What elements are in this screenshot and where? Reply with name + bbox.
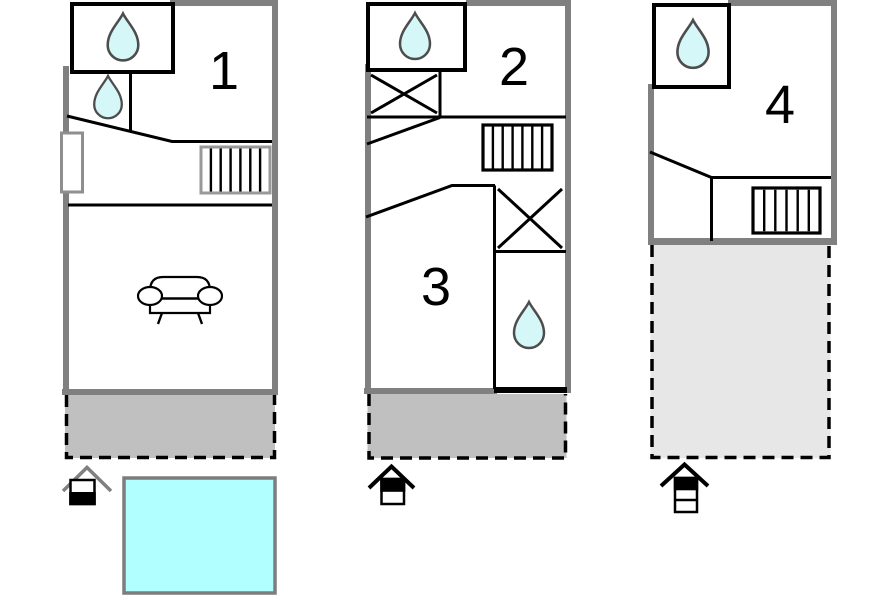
water-drop-icon xyxy=(512,300,546,350)
staircase-icon xyxy=(199,145,272,195)
staircase-treads xyxy=(209,148,262,192)
terrace-dashed-border xyxy=(650,245,831,460)
sofa-seat-and-legs xyxy=(156,297,204,325)
staircase-icon xyxy=(481,123,554,172)
terrace xyxy=(650,245,831,458)
outer-wall-left xyxy=(63,66,69,395)
outer-wall-top xyxy=(170,0,278,6)
inner-wall-diagonal xyxy=(366,116,441,146)
outer-wall-right xyxy=(565,0,571,393)
sofa-armrest-right xyxy=(196,285,224,307)
level-box-filled-row xyxy=(69,492,96,506)
room-number: 3 xyxy=(421,257,451,317)
staircase-outline xyxy=(199,145,272,195)
terrace xyxy=(367,394,567,458)
roof-arrow xyxy=(367,463,416,490)
outer-wall-bottom xyxy=(364,388,497,394)
plan-left-building: 1 xyxy=(60,0,278,460)
entrance-arrow-icon xyxy=(61,465,113,506)
inner-wall xyxy=(365,184,566,389)
terrace xyxy=(65,395,275,458)
outer-wall-left xyxy=(648,84,654,244)
plan-middle-building: 2 3 xyxy=(364,0,571,460)
plan-right-building: 4 xyxy=(648,0,837,460)
roof-arrow xyxy=(659,461,710,488)
entrance-arrow-icon xyxy=(659,461,710,514)
outer-wall-right xyxy=(831,0,837,244)
inner-wall-diagonal xyxy=(66,114,272,143)
outer-wall-left xyxy=(365,64,371,394)
sofa-icon xyxy=(136,275,224,325)
terrace-dashed-border xyxy=(367,394,568,460)
room-number: 1 xyxy=(209,41,239,101)
staircase-treads xyxy=(491,126,544,169)
outer-wall-right xyxy=(272,0,278,395)
level-box-filled-row xyxy=(380,477,406,492)
outer-wall-bottom xyxy=(62,389,278,395)
level-box-filled-row xyxy=(673,476,699,491)
inner-wall xyxy=(367,70,566,119)
window-icon xyxy=(60,131,84,194)
room-number: 4 xyxy=(765,75,795,135)
bathroom-bottom-wall xyxy=(494,387,567,393)
inner-wall xyxy=(649,150,831,241)
entrance-arrow-icon xyxy=(367,463,416,506)
outer-wall-top xyxy=(466,0,571,6)
room-number: 2 xyxy=(499,37,529,97)
water-drop-icon xyxy=(93,74,123,120)
staircase-treads xyxy=(763,189,810,232)
outer-wall-top xyxy=(728,0,837,6)
skylight-x-icon xyxy=(370,73,438,115)
swimming-pool xyxy=(122,476,277,595)
staircase-outline xyxy=(481,123,554,172)
skylight-x-icon xyxy=(496,187,564,250)
staircase-outline xyxy=(751,186,822,235)
staircase-icon xyxy=(751,186,822,235)
sofa-armrest-left xyxy=(136,285,164,307)
outer-wall-bottom xyxy=(648,238,837,245)
